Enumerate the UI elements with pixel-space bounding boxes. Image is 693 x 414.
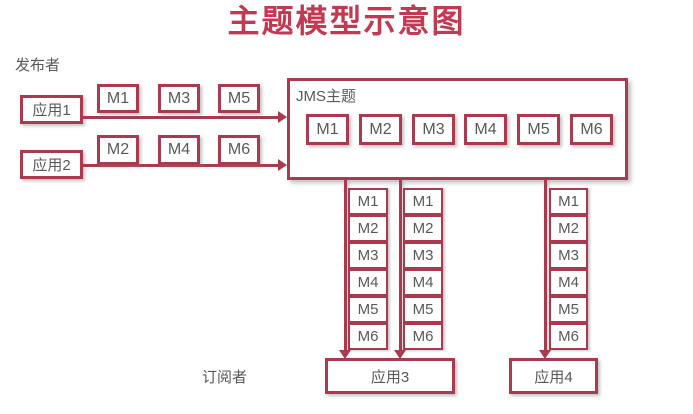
publisher-message-box: M2 [97, 135, 139, 165]
stream-message-box: M5 [348, 296, 388, 323]
stream-message-box: M1 [403, 188, 443, 215]
stream1-delivery-arrow-head [339, 350, 351, 359]
stream-message-box: M5 [403, 296, 443, 323]
topic-message-box: M4 [464, 114, 507, 145]
publisher-message-box: M3 [158, 84, 200, 113]
jms-topic-label: JMS主题 [296, 88, 357, 105]
publisher-app2-box: 应用2 [20, 150, 83, 179]
stream-message-box: M6 [549, 323, 588, 350]
publisher-label: 发布者 [15, 57, 61, 74]
topic-message-box: M2 [359, 114, 402, 145]
subscriber-app4-box: 应用4 [509, 358, 598, 394]
subscriber-app3-box: 应用3 [325, 358, 455, 394]
publisher-app1-box: 应用1 [20, 95, 83, 124]
publisher-message-box: M1 [97, 84, 139, 113]
stream2-delivery-arrow-head [394, 350, 406, 359]
stream-message-box: M2 [549, 215, 588, 242]
stream-message-box: M4 [549, 269, 588, 296]
topic-message-box: M3 [412, 114, 455, 145]
app1-publish-arrow-line [82, 116, 279, 119]
stream3-delivery-arrow-line [544, 180, 547, 352]
stream-message-box: M3 [549, 242, 588, 269]
stream-message-box: M3 [348, 242, 388, 269]
stream-message-box: M6 [348, 323, 388, 350]
app2-publish-arrow-line [82, 164, 279, 167]
stream-message-box: M2 [348, 215, 388, 242]
stream-message-box: M5 [549, 296, 588, 323]
app1-publish-arrow-head [278, 111, 287, 123]
publisher-message-box: M4 [158, 135, 200, 165]
stream-message-box: M6 [403, 323, 443, 350]
topic-message-box: M5 [517, 114, 560, 145]
stream2-delivery-arrow-line [399, 180, 402, 352]
app2-publish-arrow-head [278, 159, 287, 171]
stream1-delivery-arrow-line [344, 180, 347, 352]
publisher-message-box: M5 [218, 84, 260, 113]
stream-message-box: M1 [348, 188, 388, 215]
topic-message-box: M1 [306, 114, 349, 145]
stream3-delivery-arrow-head [539, 350, 551, 359]
topic-message-box: M6 [570, 114, 613, 145]
subscriber-label: 订阅者 [202, 369, 248, 386]
stream-message-box: M1 [549, 188, 588, 215]
stream-message-box: M4 [403, 269, 443, 296]
stream-message-box: M2 [403, 215, 443, 242]
stream-message-box: M4 [348, 269, 388, 296]
page-title: 主题模型示意图 [227, 3, 466, 39]
publisher-message-box: M6 [218, 135, 260, 165]
stream-message-box: M3 [403, 242, 443, 269]
